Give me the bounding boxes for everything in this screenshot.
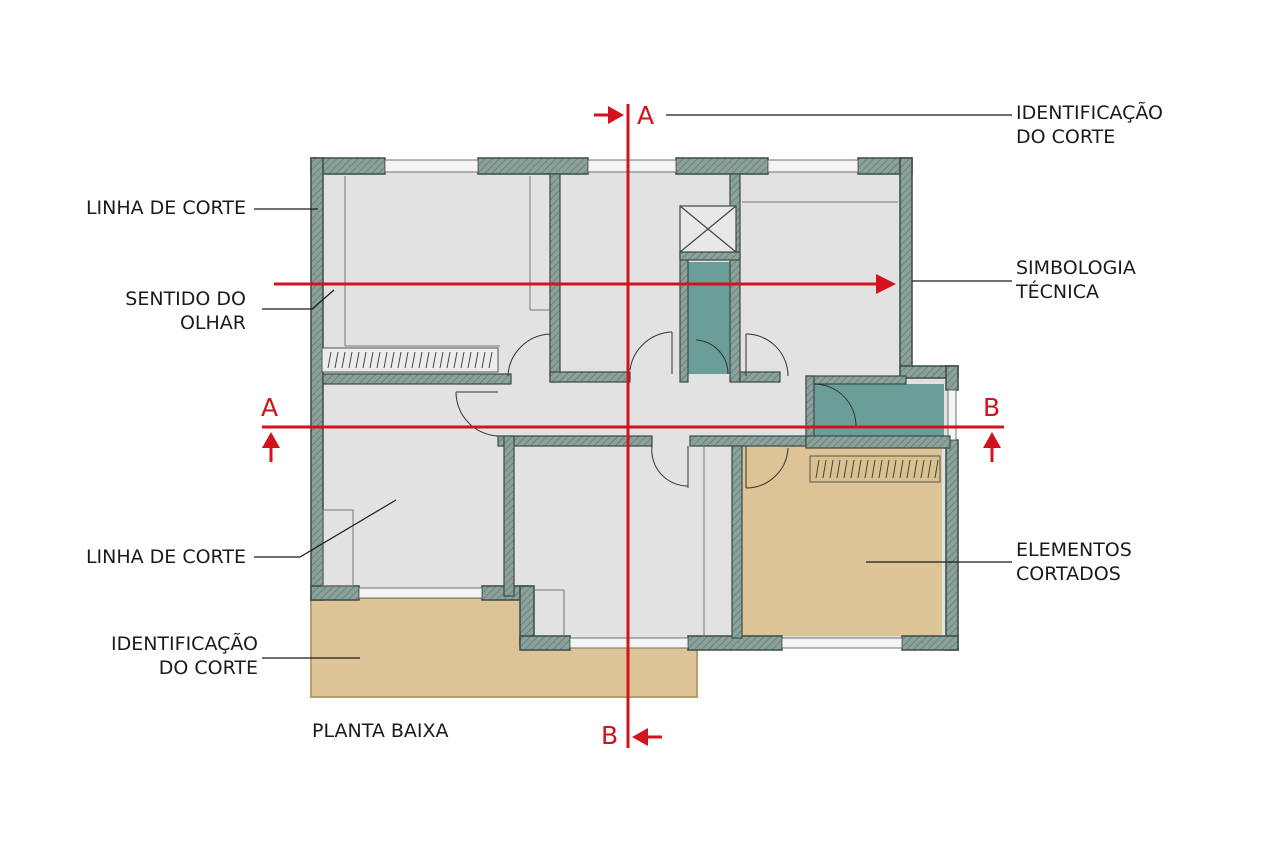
section-mark-b-bottom: B	[601, 721, 619, 750]
label-identificacao-bottom: IDENTIFICAÇÃO DO CORTE	[110, 633, 258, 679]
leader-lines	[254, 114, 1012, 659]
doors	[455, 331, 857, 489]
label-identificacao-top: IDENTIFICAÇÃO DO CORTE	[1016, 102, 1164, 148]
section-mark-b-right: B	[983, 393, 1001, 422]
section-mark-a-left: A	[261, 393, 279, 422]
label-elementos-cortados: ELEMENTOS CORTADOS	[1016, 539, 1132, 585]
section-mark-a-top: A	[637, 101, 655, 130]
label-sentido-olhar: SENTIDO DO OLHAR	[125, 288, 246, 334]
label-linha-corte-bottom: LINHA DE CORTE	[85, 546, 246, 568]
room-detail-lines	[322, 176, 898, 636]
wardrobe-hatch	[327, 351, 939, 479]
label-simbologia: SIMBOLOGIA TÉCNICA	[1016, 257, 1136, 303]
plan-title: PLANTA BAIXA	[312, 720, 449, 742]
section-lines	[262, 104, 1004, 748]
shaft-box	[679, 205, 737, 253]
label-linha-corte-top: LINHA DE CORTE	[85, 197, 246, 219]
